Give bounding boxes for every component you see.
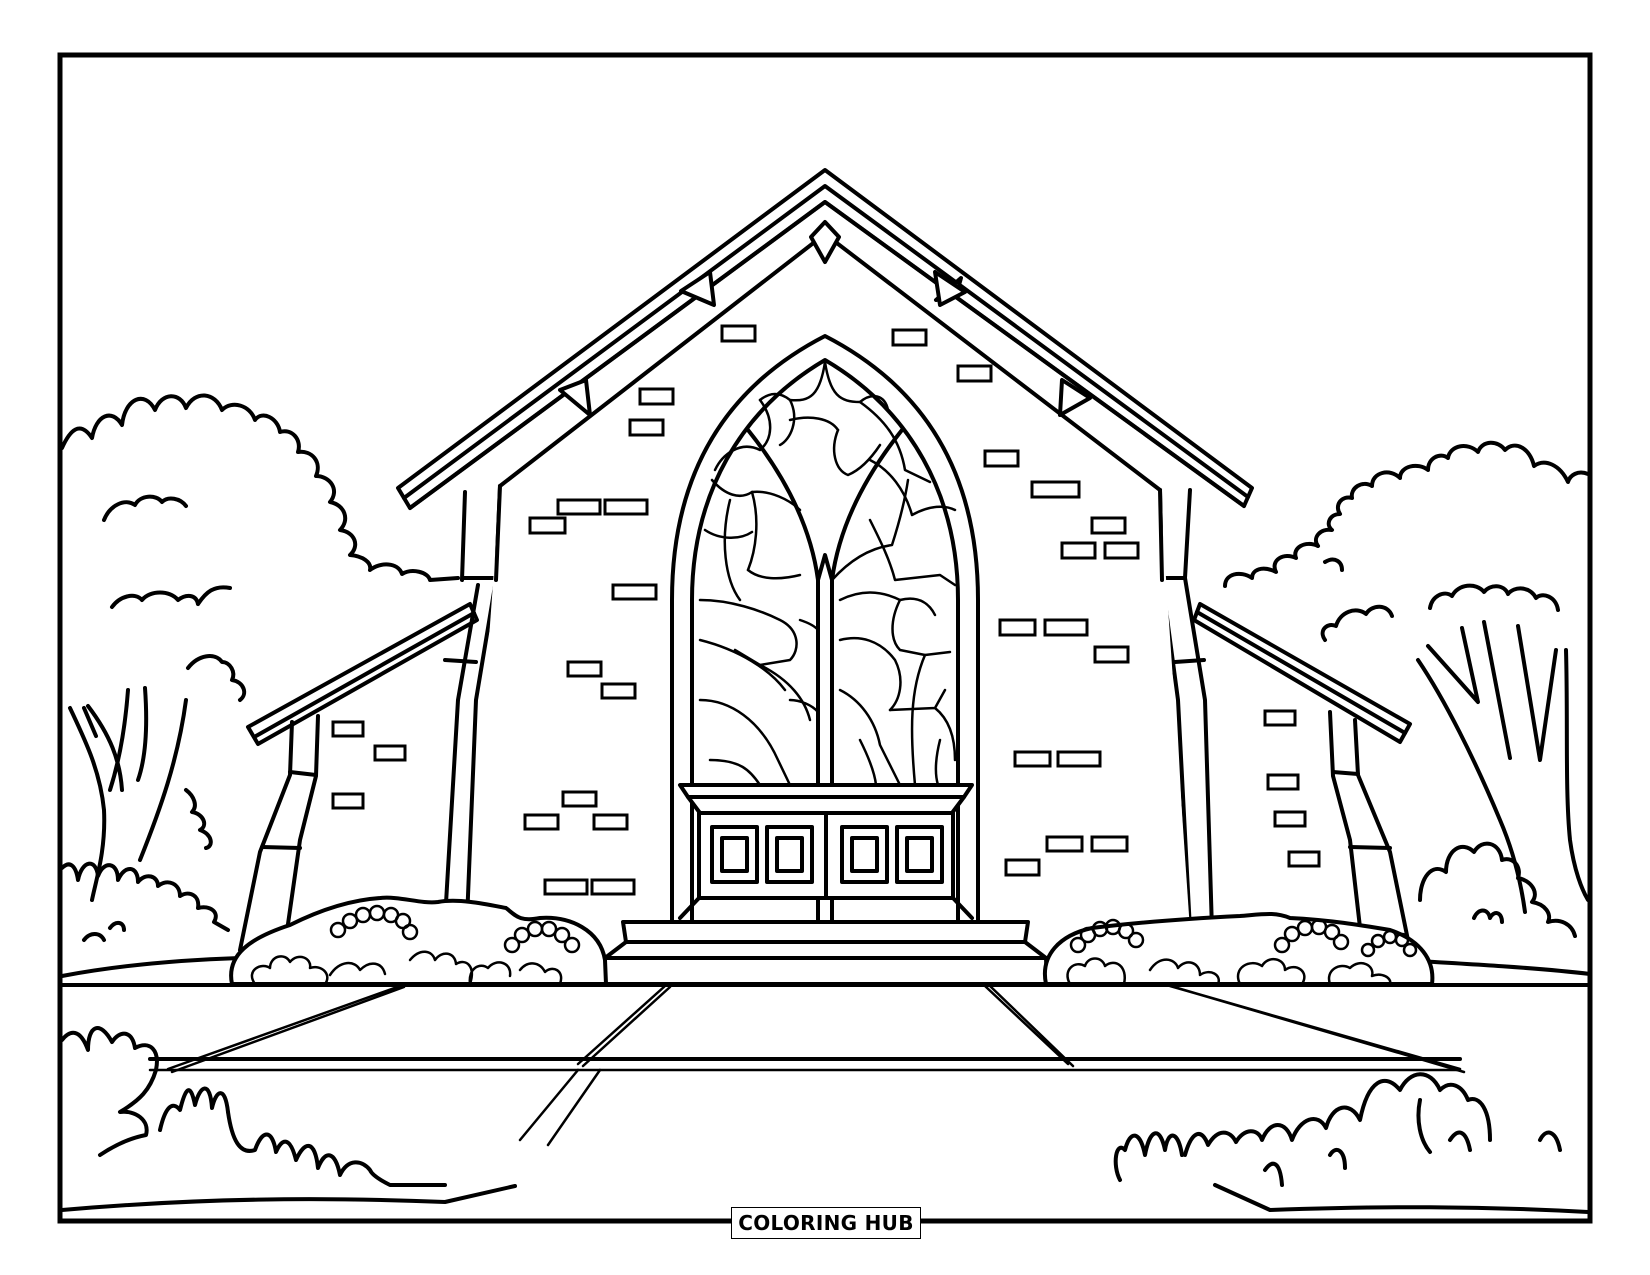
church-left-wing: [238, 484, 502, 952]
entrance-steps: [602, 920, 1049, 986]
background-trees-right: [1223, 440, 1590, 938]
watermark-label: COLORING HUB: [731, 1207, 921, 1239]
walkway: [60, 956, 1592, 1214]
foreground-grass-left: [60, 1026, 447, 1187]
background-trees-left: [60, 393, 460, 942]
flower-bush-right: [1042, 912, 1435, 986]
window-planter-box: [678, 783, 974, 920]
church-right-wing: [1158, 488, 1412, 952]
stained-glass-window: [670, 334, 980, 927]
foreground-grass-right: [1113, 1072, 1562, 1187]
flower-bush-left: [229, 895, 608, 986]
